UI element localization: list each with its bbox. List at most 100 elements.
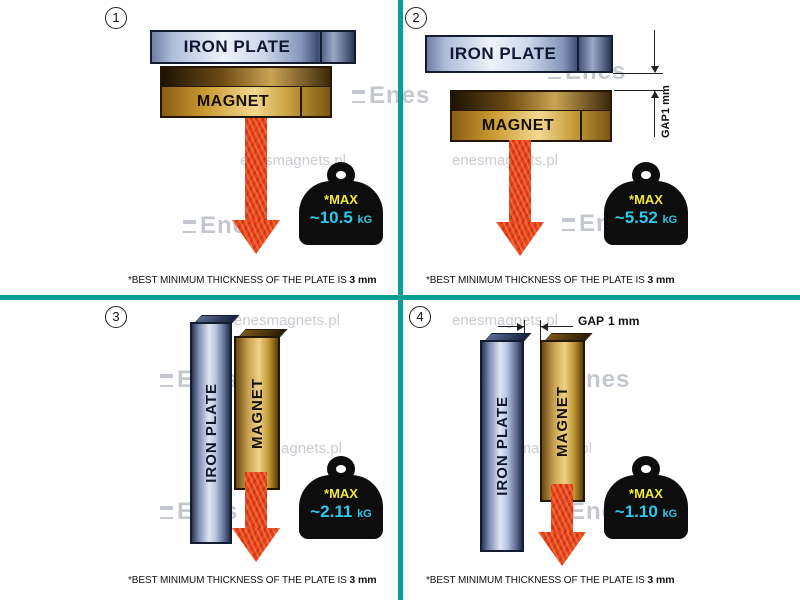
plate-top-face <box>194 315 240 323</box>
max-label: *MAX <box>629 192 663 207</box>
force-arrow-icon <box>232 472 280 562</box>
footnote: *BEST MINIMUM THICKNESS OF THE PLATE IS … <box>426 274 675 286</box>
magnet-label: MAGNET <box>481 116 555 134</box>
magnet: MAGNET <box>540 333 593 502</box>
extension-line <box>524 320 525 340</box>
weight-icon: *MAX ~5.52 kG <box>604 162 688 245</box>
max-label: *MAX <box>629 486 663 501</box>
magnet: MAGNET <box>234 329 288 490</box>
weight-body: *MAX ~1.10 kG <box>604 475 688 539</box>
footnote-text: *BEST MINIMUM THICKNESS OF THE PLATE IS <box>426 575 645 586</box>
plate-top-face <box>484 333 532 341</box>
magnet: MAGNET <box>160 66 332 118</box>
vertical-divider <box>398 0 403 600</box>
dimension-arrow-icon <box>651 66 659 73</box>
dimension-line <box>498 326 524 327</box>
magnet-front-face: MAGNET <box>452 111 610 140</box>
magnet-top-face <box>452 92 610 111</box>
extension-line <box>540 320 541 340</box>
site-watermark: enesmagnets.pl <box>452 152 558 169</box>
dimension-arrow-icon <box>541 323 548 331</box>
logo-bars-icon <box>160 505 173 519</box>
dimension-line <box>541 326 573 327</box>
magnet-label: MAGNET <box>554 385 571 457</box>
value-number: ~10.5 <box>309 208 353 227</box>
footnote: *BEST MINIMUM THICKNESS OF THE PLATE IS … <box>128 274 377 286</box>
max-value: ~2.11 kG <box>299 502 383 522</box>
arrow-shaft <box>509 140 531 222</box>
gap-label: GAP1 mm <box>660 66 672 138</box>
max-value: ~1.10 kG <box>604 502 688 522</box>
iron-plate: IRON PLATE <box>480 333 532 552</box>
dimension-arrow-icon <box>517 323 524 331</box>
site-watermark: enesmagnets.pl <box>234 312 340 329</box>
force-arrow-icon <box>538 484 586 566</box>
arrow-head <box>232 528 280 562</box>
logo-bars-icon <box>352 89 365 103</box>
weight-icon: *MAX ~10.5 kG <box>299 162 383 245</box>
max-label: *MAX <box>324 192 358 207</box>
iron-plate: IRON PLATE <box>150 30 356 64</box>
extension-line <box>613 73 663 74</box>
iron-plate-label: IRON PLATE <box>202 383 220 483</box>
iron-plate-label: IRON PLATE <box>183 37 291 56</box>
footnote-bold: 3 mm <box>647 574 675 586</box>
iron-plate-label: IRON PLATE <box>493 396 511 496</box>
arrow-shaft <box>551 484 573 532</box>
magnet-top-face <box>162 68 330 87</box>
value-number: ~2.11 <box>310 502 353 521</box>
gap-prefix: GAP <box>578 314 605 328</box>
arrow-head <box>232 220 280 254</box>
arrow-head <box>496 222 544 256</box>
weight-body: *MAX ~10.5 kG <box>299 181 383 245</box>
arrow-shaft <box>245 472 267 528</box>
site-watermark: enesmagnets.pl <box>452 312 558 329</box>
magnet: MAGNET <box>450 90 612 142</box>
weight-icon: *MAX ~2.11 kG <box>299 456 383 539</box>
max-label: *MAX <box>324 486 358 501</box>
logo-bars-icon <box>183 219 196 233</box>
value-unit: kG <box>662 214 678 226</box>
arrow-shaft <box>245 118 267 220</box>
magnet-top-face <box>544 333 593 341</box>
value-unit: kG <box>662 508 678 520</box>
footnote-bold: 3 mm <box>349 574 377 586</box>
panel-3-number: 3 <box>105 306 127 328</box>
gap-prefix: GAP <box>660 114 672 138</box>
footnote-text: *BEST MINIMUM THICKNESS OF THE PLATE IS <box>426 275 645 286</box>
magnet-front-face: MAGNET <box>162 87 330 116</box>
logo-bars-icon <box>160 373 173 387</box>
footnote: *BEST MINIMUM THICKNESS OF THE PLATE IS … <box>426 574 675 586</box>
horizontal-divider <box>0 295 800 300</box>
gap-value: 1 mm <box>608 314 640 328</box>
magnet-label: MAGNET <box>196 92 270 110</box>
footnote-bold: 3 mm <box>349 274 377 286</box>
weight-icon: *MAX ~1.10 kG <box>604 456 688 539</box>
extension-line <box>614 90 663 91</box>
iron-plate: IRON PLATE <box>425 35 613 73</box>
iron-plate-label: IRON PLATE <box>449 44 557 63</box>
footnote-text: *BEST MINIMUM THICKNESS OF THE PLATE IS <box>128 275 347 286</box>
dimension-arrow-icon <box>651 91 659 98</box>
weight-body: *MAX ~2.11 kG <box>299 475 383 539</box>
weight-body: *MAX ~5.52 kG <box>604 181 688 245</box>
value-unit: kG <box>357 214 373 226</box>
dimension-line <box>654 91 655 137</box>
panel-4-number: 4 <box>409 306 431 328</box>
value-unit: kG <box>357 508 372 520</box>
footnote-bold: 3 mm <box>647 274 675 286</box>
iron-plate: IRON PLATE <box>190 315 240 544</box>
force-arrow-icon <box>232 118 280 254</box>
max-value: ~5.52 kG <box>604 208 688 228</box>
panel-2-number: 2 <box>405 7 427 29</box>
gap-value: 1 mm <box>660 85 672 115</box>
value-number: ~5.52 <box>614 208 658 227</box>
magnet-top-face <box>238 329 288 337</box>
force-arrow-icon <box>496 140 544 256</box>
logo-bars-icon <box>562 217 575 231</box>
footnote: *BEST MINIMUM THICKNESS OF THE PLATE IS … <box>128 574 377 586</box>
magnet-label: MAGNET <box>248 377 266 449</box>
arrow-head <box>538 532 586 566</box>
